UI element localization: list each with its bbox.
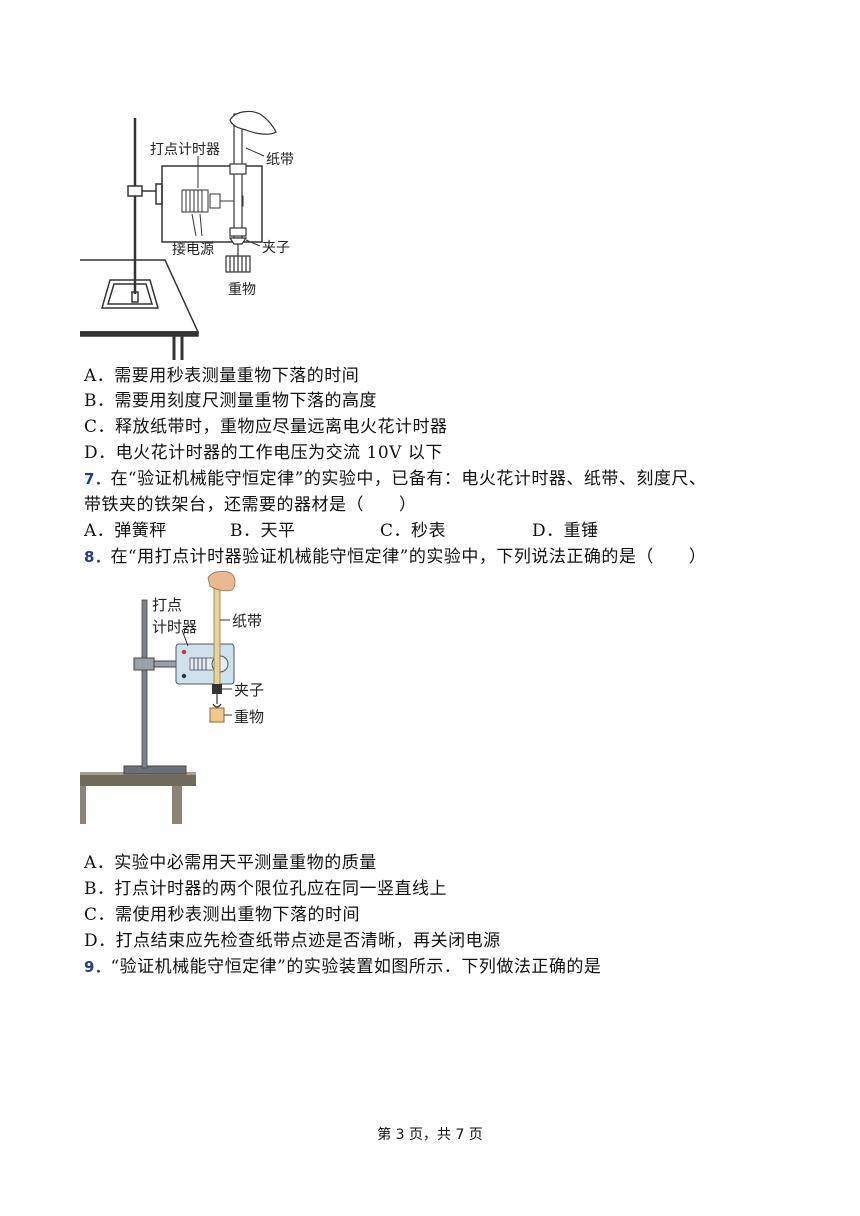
page-footer: 第 3 页，共 7 页 bbox=[377, 1127, 483, 1143]
q8-option-a: A．实验中必需用天平测量重物的质量 bbox=[84, 853, 377, 873]
q9-number: 9． bbox=[84, 958, 111, 976]
label-timer-line2: 计时器 bbox=[152, 618, 197, 636]
q7-number: 7． bbox=[84, 470, 111, 488]
paper-tape bbox=[213, 583, 221, 691]
label-weight: 重物 bbox=[234, 708, 264, 726]
q7-option-d: D．重锤 bbox=[532, 521, 599, 541]
hand-icon bbox=[207, 570, 236, 592]
q8-option-c: C．需使用秒表测出重物下落的时间 bbox=[84, 905, 361, 925]
q8-stem: 8．在“用打点计时器验证机械能守恒定律”的实验中，下列说法正确的是（ ） bbox=[84, 546, 706, 568]
label-clip: 夹子 bbox=[234, 681, 264, 699]
q9-text: “验证机械能守恒定律”的实验装置如图所示．下列做法正确的是 bbox=[110, 957, 602, 977]
q8-text: 在“用打点计时器验证机械能守恒定律”的实验中，下列说法正确的是（ ） bbox=[110, 547, 707, 567]
label-tape: 纸带 bbox=[266, 152, 294, 168]
timer-box bbox=[175, 643, 235, 685]
q6-option-b: B．需要用刻度尺测量重物下落的高度 bbox=[84, 391, 377, 411]
label-clip: 夹子 bbox=[262, 240, 290, 256]
timer-coil bbox=[181, 189, 244, 213]
q8-option-d: D．打点结束应先检查纸带点迹是否清晰，再关闭电源 bbox=[84, 931, 501, 951]
stand-base bbox=[123, 765, 187, 775]
q7-text-line1: 在“验证机械能守恒定律”的实验中，已备有：电火花计时器、纸带、刻度尺、 bbox=[110, 469, 707, 489]
clip-and-weight bbox=[225, 237, 251, 273]
figure-2-apparatus: 打点 计时器 纸带 夹子 重物 bbox=[80, 570, 280, 828]
table bbox=[80, 259, 200, 360]
label-weight: 重物 bbox=[228, 282, 256, 298]
clip bbox=[212, 684, 222, 694]
figure-1-apparatus: 打点计时器 纸带 接电源 夹子 重物 bbox=[80, 110, 320, 362]
label-timer-line1: 打点 bbox=[152, 596, 182, 614]
stand-rod bbox=[141, 599, 148, 769]
clamp bbox=[127, 183, 163, 205]
timer-box bbox=[161, 165, 263, 243]
q6-option-d: D．电火花计时器的工作电压为交流 10V 以下 bbox=[84, 443, 443, 463]
q7-stem-line1: 7．在“验证机械能守恒定律”的实验中，已备有：电火花计时器、纸带、刻度尺、 bbox=[84, 468, 706, 490]
q7-option-b: B．天平 bbox=[230, 521, 296, 541]
table bbox=[80, 772, 196, 824]
q6-option-a: A．需要用秒表测量重物下落的时间 bbox=[84, 366, 360, 386]
q8-option-b: B．打点计时器的两个限位孔应在同一竖直线上 bbox=[84, 879, 447, 899]
q8-number: 8． bbox=[84, 548, 111, 566]
q7-option-c: C．秒表 bbox=[380, 521, 447, 541]
stand-base bbox=[101, 279, 159, 309]
q7-option-a: A．弹簧秤 bbox=[84, 521, 167, 541]
q9-stem: 9．“验证机械能守恒定律”的实验装置如图所示．下列做法正确的是 bbox=[84, 956, 601, 978]
paper-tape bbox=[229, 113, 247, 239]
clamp bbox=[133, 657, 179, 671]
label-timer: 打点计时器 bbox=[150, 141, 220, 158]
q6-option-c: C．释放纸带时，重物应尽量远离电火花计时器 bbox=[84, 417, 448, 437]
q7-options: A．弹簧秤 B．天平 C．秒表 D．重锤 bbox=[84, 520, 599, 542]
weight bbox=[209, 707, 225, 723]
label-tape: 纸带 bbox=[232, 612, 262, 630]
hand-icon bbox=[229, 110, 277, 135]
q7-stem-line2: 带铁夹的铁架台，还需要的器材是（ ） bbox=[84, 495, 417, 515]
label-power: 接电源 bbox=[172, 241, 214, 258]
